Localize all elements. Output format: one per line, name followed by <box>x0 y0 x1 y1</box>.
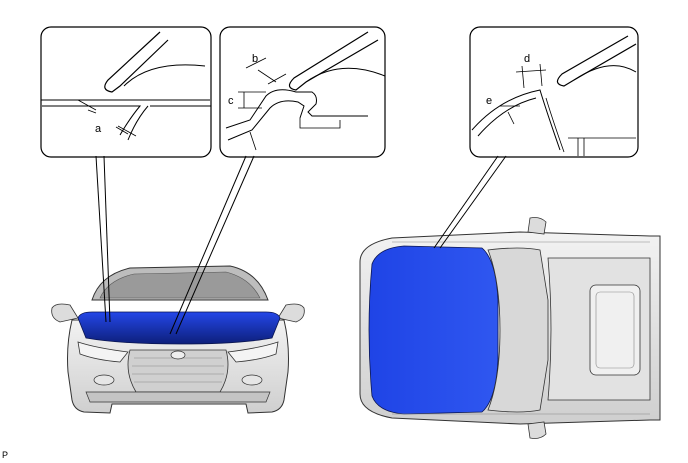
reference-code: P <box>2 450 9 460</box>
detail-box-gap-b-c: b c <box>219 26 386 158</box>
callout-d: d <box>524 53 530 65</box>
leader-line-a2 <box>103 155 111 323</box>
callout-a: a <box>95 123 102 135</box>
leader-line-bc <box>169 155 247 335</box>
callout-e: e <box>486 95 492 107</box>
leader-line-de2 <box>439 155 507 249</box>
car-front-view <box>51 265 305 414</box>
car-top-view <box>359 217 661 439</box>
leader-line-de <box>433 155 499 249</box>
callout-c: c <box>228 95 234 107</box>
leader-line-bc2 <box>175 155 255 335</box>
detail-box-gap-d-e: d e <box>469 26 639 158</box>
detail-box-gap-a: a <box>40 26 212 158</box>
leader-line-a <box>95 155 107 323</box>
hood-highlight-top <box>368 245 499 415</box>
callout-b: b <box>252 53 258 65</box>
